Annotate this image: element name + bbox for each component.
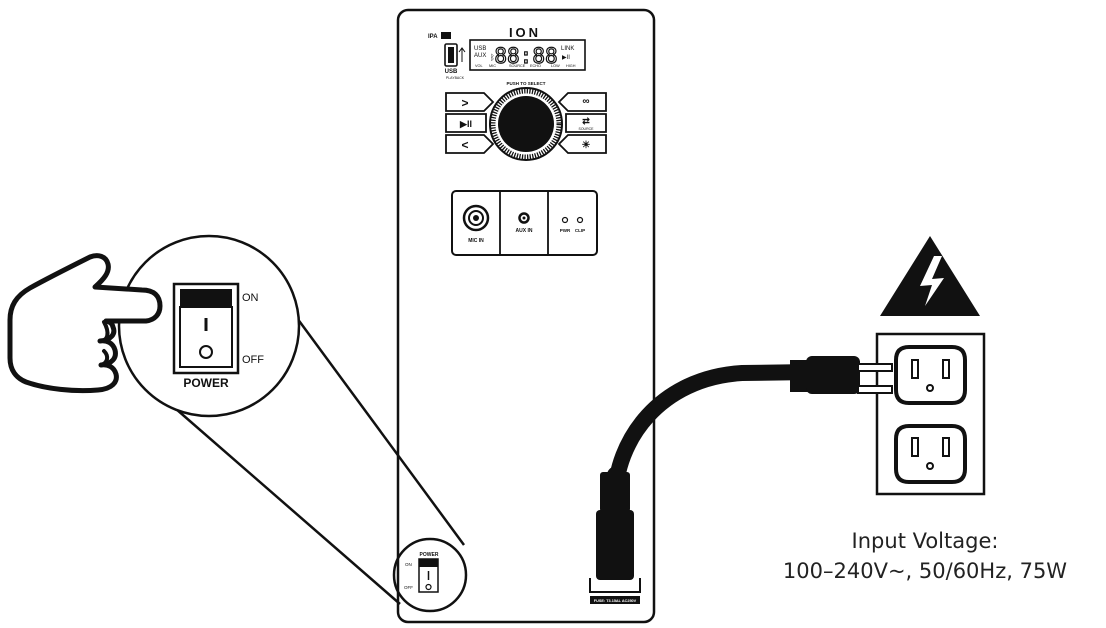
bluetooth-icon: ᛒ — [490, 53, 495, 62]
next-button[interactable]: > — [445, 92, 495, 112]
brand-logo: ION — [509, 25, 541, 40]
input-voltage-spec: Input Voltage: 100–240V~, 50/60Hz, 75W — [740, 526, 1106, 586]
push-to-select-label: PUSH TO SELECT — [507, 81, 546, 86]
display-play-indicator: ▶II — [562, 55, 570, 61]
input-voltage-value: 100–240V~, 50/60Hz, 75W — [782, 559, 1068, 583]
mic-in-jack[interactable] — [462, 204, 490, 232]
aux-in-jack[interactable] — [518, 212, 530, 224]
right-button-stack: ∞ ⇄ SOURCE ☀ — [557, 92, 607, 154]
power-small-on: ON — [405, 562, 412, 567]
pwr-led — [561, 216, 569, 224]
svg-text:>: > — [461, 96, 468, 110]
link-button[interactable]: ∞ — [557, 92, 607, 112]
pointing-hand-icon — [7, 253, 163, 394]
svg-text:▶II: ▶II — [459, 119, 472, 129]
display-label-source: SOURCE — [509, 64, 526, 68]
high-voltage-warning-icon — [880, 236, 980, 316]
model-badge: IPA — [428, 34, 438, 40]
previous-button[interactable]: < — [445, 134, 495, 154]
light-button[interactable]: ☀ — [557, 134, 607, 154]
clip-led — [576, 216, 584, 224]
pwr-label: PWR — [560, 228, 571, 233]
rocker-switch[interactable] — [172, 282, 240, 375]
lcd-display: USB AUX ᛒ 88:88 LINK ▶II VOL MIC SOURCE … — [469, 39, 586, 71]
light-icon: ☀ — [582, 140, 591, 151]
callout-off-label: OFF — [242, 354, 264, 366]
outlet-socket-bottom — [894, 424, 967, 484]
wall-outlet — [857, 332, 986, 496]
callout-power-label: POWER — [183, 376, 229, 390]
display-label-vol: VOL — [475, 64, 483, 68]
io-panel: MIC IN AUX IN PWR CLIP — [451, 190, 598, 256]
ac-inlet: FUSE: T3.15AL AC250V — [589, 578, 641, 604]
callout-on-label: ON — [242, 292, 259, 304]
usb-label: USB — [445, 69, 458, 75]
display-digits: 88:88 — [494, 44, 557, 68]
power-switch-small[interactable]: POWER ON OFF — [404, 552, 439, 593]
outlet-socket-top — [894, 345, 967, 405]
power-small-title: POWER — [420, 552, 439, 558]
left-button-stack: > ▶II < — [445, 92, 495, 154]
play-pause-button[interactable]: ▶II — [445, 113, 487, 133]
display-label-high: HIGH — [566, 64, 576, 68]
speaker-rear-panel: ION IPA USB PLAYBACK USB AUX ᛒ 88:88 LIN… — [396, 8, 656, 624]
svg-text:<: < — [461, 138, 468, 152]
power-switch-callout: ON OFF POWER — [117, 234, 301, 418]
power-small-off: OFF — [404, 585, 413, 590]
link-icon: ∞ — [582, 96, 589, 107]
aux-in-label: AUX IN — [516, 228, 533, 234]
power-cord — [596, 356, 860, 580]
display-aux-indicator: AUX — [474, 53, 486, 59]
source-button[interactable]: ⇄ SOURCE — [565, 113, 607, 133]
display-label-mic: MIC — [489, 64, 496, 68]
source-caption: SOURCE — [579, 127, 595, 131]
display-label-echo: ECHO — [530, 64, 541, 68]
input-voltage-title: Input Voltage: — [851, 529, 999, 553]
select-knob[interactable] — [489, 87, 563, 161]
mic-in-label: MIC IN — [468, 238, 484, 244]
display-label-low: LOW — [551, 64, 560, 68]
clip-label: CLIP — [575, 228, 585, 233]
usb-playback-label: PLAYBACK — [446, 76, 465, 80]
display-usb-indicator: USB — [474, 46, 486, 52]
fuse-label: FUSE: T3.15AL AC250V — [594, 599, 637, 603]
display-link-indicator: LINK — [561, 46, 574, 52]
source-icon: ⇄ — [582, 116, 590, 126]
usb-port[interactable] — [444, 43, 466, 67]
